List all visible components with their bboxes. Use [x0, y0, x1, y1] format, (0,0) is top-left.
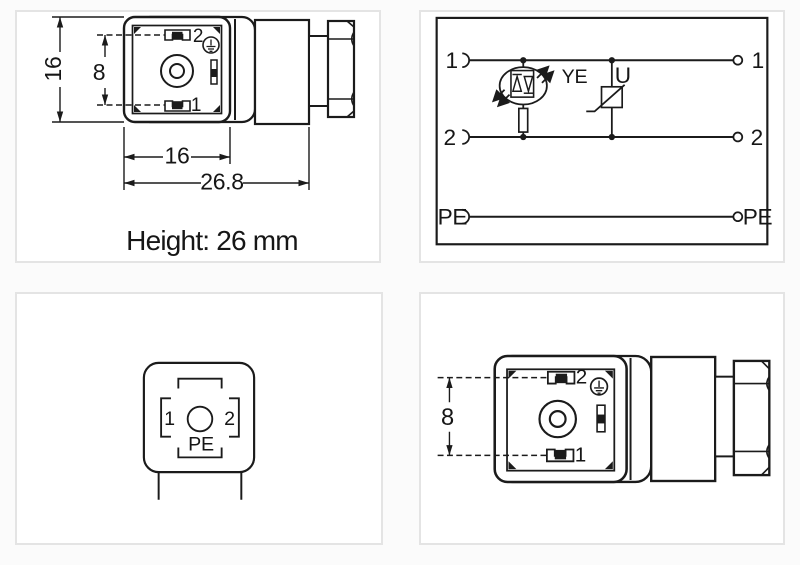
figure-valve-mating-face: 1 2 PE [15, 292, 383, 545]
terminal-2-label: 2 [576, 366, 587, 389]
pin-terminal-icon [732, 54, 744, 66]
left-terminal-2-label: 2 [444, 125, 456, 150]
junction-dot [520, 57, 527, 64]
dimension-8-vertical: 8 [93, 35, 109, 105]
pin-1-label: 1 [164, 408, 175, 430]
contact-terminal-2 [546, 370, 576, 385]
right-terminal-2-label: 2 [751, 125, 763, 150]
coding-indicator [596, 404, 606, 433]
junction-dot [608, 57, 615, 64]
dimension-drawing-svg: 2 1 16 8 [40, 15, 356, 256]
chamfer-mark [604, 370, 613, 379]
dimension-16-horizontal: 16 [123, 127, 310, 190]
dimension-26-8: 26.8 [124, 169, 309, 195]
contact-terminal-2 [164, 29, 191, 41]
right-terminal-pe-label: PE [743, 205, 773, 230]
socket-contact-icon [462, 208, 471, 225]
led-color-label: YE [562, 66, 588, 88]
chamfer-mark [508, 461, 517, 470]
dim-16-horizontal-label: 16 [165, 143, 190, 169]
terminal-1-label: 1 [191, 95, 201, 116]
led-symbol [491, 60, 555, 108]
junction-dot [608, 133, 615, 141]
chamfer-mark [213, 27, 220, 34]
contact-spacing-svg: 2 1 8 [437, 354, 771, 484]
keyway-brackets [160, 377, 240, 459]
terminal-1-label: 1 [575, 443, 586, 466]
connector-front-view: 2 1 [493, 354, 628, 484]
suppressor-label: U [615, 63, 631, 88]
figure-contact-spacing: 2 1 8 [419, 292, 785, 545]
figure-wiring-diagram: YE U 1 2 PE 1 2 PE [419, 10, 785, 263]
coding-indicator [210, 59, 218, 85]
dim-16-vertical-label: 16 [40, 57, 66, 82]
ground-screw-icon [589, 377, 609, 396]
chamfer-mark [134, 105, 141, 112]
figure-dimension-drawing: 2 1 16 8 [15, 10, 381, 263]
center-hole [186, 405, 214, 433]
terminal-2-label: 2 [193, 26, 203, 47]
solder-pins [157, 472, 243, 500]
chamfer-mark [134, 27, 141, 34]
chamfer-mark [213, 105, 220, 112]
left-terminal-pe-label: PE [438, 205, 468, 230]
wiring-diagram-svg: YE U 1 2 PE 1 2 PE [435, 16, 773, 246]
contact-terminal-1 [545, 448, 575, 463]
valve-face-svg: 1 2 PE [142, 361, 256, 500]
contact-terminal-1 [164, 100, 191, 112]
left-terminal-1-label: 1 [446, 48, 458, 73]
right-terminal-1-label: 1 [752, 48, 764, 73]
pin-2-label: 2 [224, 408, 235, 430]
pin-pe-label: PE [188, 433, 214, 455]
cable-gland-hex-nut [732, 359, 771, 477]
connector-front-view: 2 1 [122, 15, 232, 124]
dim-8-label: 8 [93, 59, 106, 85]
chamfer-mark [508, 370, 517, 379]
varistor-symbol [586, 60, 626, 137]
socket-contact-icon [462, 52, 471, 69]
pin-terminal-icon [732, 211, 744, 223]
cable-gland-hex-nut [326, 19, 356, 119]
dimension-16-vertical: 16 [40, 16, 124, 123]
dim-26-8-label: 26.8 [200, 169, 244, 195]
dim-8-label: 8 [441, 405, 454, 431]
ground-screw-icon [202, 36, 220, 54]
height-note: Height: 26 mm [126, 225, 298, 256]
resistor-symbol [517, 104, 529, 137]
junction-dot [520, 133, 527, 141]
dimension-8: 8 [441, 377, 454, 456]
pin-terminal-icon [732, 131, 744, 143]
circuit-border [435, 16, 769, 246]
socket-contact-icon [462, 129, 471, 145]
